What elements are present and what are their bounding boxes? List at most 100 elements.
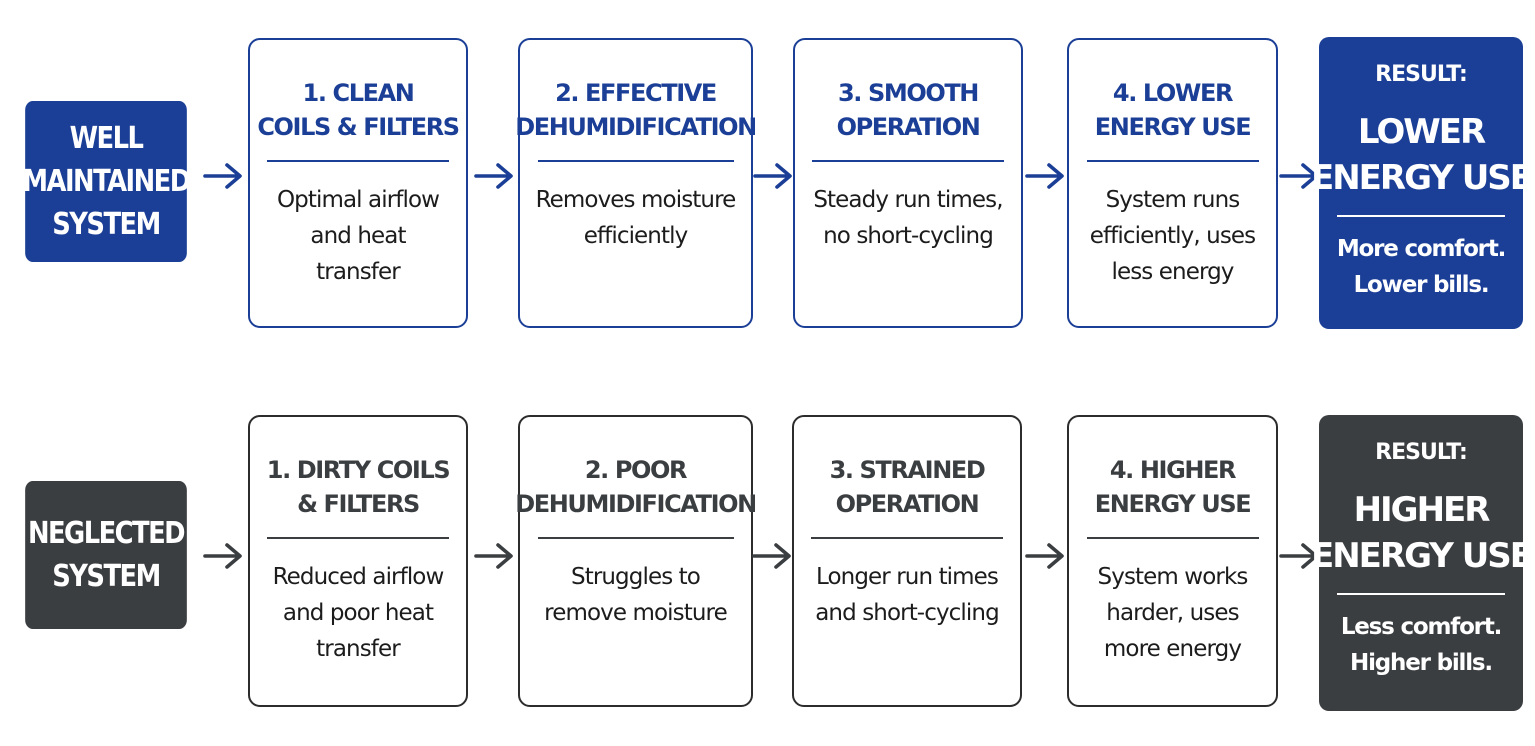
step-title-line: DEHUMIDIFICATION (515, 113, 757, 141)
step-desc-line: Reduced airflow (272, 564, 445, 590)
arrow-right-icon (752, 542, 792, 570)
step-title-line: DEHUMIDIFICATION (515, 490, 757, 518)
result-subtitle-line: Lower bills. (1353, 272, 1490, 298)
step-card-poor-dehumidification: 2. POOR DEHUMIDIFICATION Struggles to re… (515, 415, 757, 707)
step-desc-line: Removes moisture (535, 187, 737, 213)
step-divider (267, 537, 449, 539)
result-divider (1337, 593, 1505, 595)
step-title: 1. DIRTY COILS & FILTERS (266, 453, 451, 521)
step-desc-line: transfer (316, 636, 401, 662)
step-description: Reduced airflow and poor heat transfer (261, 559, 456, 667)
step-card-dirty-coils: 1. DIRTY COILS & FILTERS Reduced airflow… (248, 415, 468, 707)
row-label-line: MAINTAINED (22, 164, 191, 199)
result-subtitle-line: More comfort. (1336, 236, 1507, 262)
step-title-line: 2. EFFECTIVE (555, 79, 717, 107)
step-card-higher-energy-use: 4. HIGHER ENERGY USE System works harder… (1067, 415, 1278, 707)
step-divider (1086, 537, 1259, 539)
step-desc-line: and heat (310, 223, 406, 249)
arrow-right-icon (203, 542, 243, 570)
step-divider (537, 537, 734, 539)
step-desc-line: less energy (1111, 259, 1234, 285)
step-title: 3. SMOOTH OPERATION (836, 76, 981, 144)
step-divider (267, 160, 449, 162)
step-title-line: 4. LOWER (1112, 79, 1234, 107)
step-title-line: 1. CLEAN (302, 79, 415, 107)
step-title-line: & FILTERS (297, 490, 420, 518)
step-desc-line: no short-cycling (823, 223, 994, 249)
step-title-line: 4. HIGHER (1109, 456, 1237, 484)
step-desc-line: transfer (316, 259, 401, 285)
result-title-line: ENERGY USE (1310, 536, 1533, 576)
arrow-right-icon (474, 542, 514, 570)
step-desc-line: remove moisture (544, 600, 728, 626)
step-divider (811, 537, 1003, 539)
result-card-lower-energy-use: RESULT: LOWER ENERGY USE More comfort. L… (1311, 37, 1533, 329)
result-title-line: HIGHER (1353, 490, 1491, 530)
step-title-line: 1. DIRTY COILS (266, 456, 451, 484)
result-subtitle: Less comfort. Higher bills. (1340, 609, 1503, 681)
step-title: 4. HIGHER ENERGY USE (1094, 453, 1252, 521)
step-title-line: 3. STRAINED (829, 456, 986, 484)
result-divider (1337, 215, 1505, 217)
step-card-lower-energy-use: 4. LOWER ENERGY USE System runs efficien… (1067, 38, 1278, 328)
step-card-clean-coils: 1. CLEAN COILS & FILTERS Optimal airflow… (248, 38, 468, 328)
step-divider (812, 160, 1004, 162)
step-description: Longer run times and short-cycling (803, 559, 1011, 631)
step-description: Struggles to remove moisture (532, 559, 739, 631)
row-label-line: WELL (69, 121, 144, 156)
step-title: 1. CLEAN COILS & FILTERS (257, 76, 460, 144)
result-subtitle: More comfort. Lower bills. (1336, 231, 1507, 303)
step-desc-line: efficiently, uses (1089, 223, 1256, 249)
row-label-neglected: NEGLECTED SYSTEM (25, 481, 187, 629)
step-title-line: ENERGY USE (1094, 490, 1252, 518)
step-title: 3. STRAINED OPERATION (829, 453, 986, 521)
step-desc-line: System works (1097, 564, 1249, 590)
step-desc-line: harder, uses (1106, 600, 1239, 626)
arrow-right-icon (474, 162, 514, 190)
row-label-well-maintained: WELL MAINTAINED SYSTEM (22, 101, 191, 262)
step-divider (537, 160, 734, 162)
result-subtitle-line: Higher bills. (1350, 650, 1493, 676)
step-description: System works harder, uses more energy (1086, 559, 1260, 667)
step-title: 4. LOWER ENERGY USE (1094, 76, 1252, 144)
step-title: 2. POOR DEHUMIDIFICATION (515, 453, 757, 521)
step-divider (1086, 160, 1259, 162)
step-title: 2. EFFECTIVE DEHUMIDIFICATION (515, 76, 757, 144)
step-card-smooth-operation: 3. SMOOTH OPERATION Steady run times, no… (793, 38, 1023, 328)
step-description: Removes moisture efficiently (524, 182, 748, 254)
result-subtitle-line: Less comfort. (1340, 614, 1503, 640)
step-desc-line: and short-cycling (815, 600, 999, 626)
arrow-right-icon (1279, 162, 1319, 190)
step-desc-line: Steady run times, (813, 187, 1003, 213)
row-label-line: SYSTEM (52, 207, 161, 242)
result-heading: RESULT: (1375, 62, 1468, 87)
step-desc-line: Longer run times (815, 564, 999, 590)
row-label-line: SYSTEM (52, 559, 161, 594)
result-title: LOWER ENERGY USE (1310, 109, 1533, 201)
result-title-line: LOWER (1357, 112, 1486, 152)
step-title-line: COILS & FILTERS (257, 113, 460, 141)
result-heading: RESULT: (1375, 440, 1468, 465)
result-title-line: ENERGY USE (1310, 158, 1533, 198)
step-desc-line: and poor heat (282, 600, 434, 626)
result-title: HIGHER ENERGY USE (1310, 487, 1533, 579)
arrow-right-icon (1279, 542, 1319, 570)
step-desc-line: more energy (1103, 636, 1242, 662)
step-description: System runs efficiently, uses less energ… (1078, 182, 1268, 290)
arrow-right-icon (1025, 162, 1065, 190)
step-card-strained-operation: 3. STRAINED OPERATION Longer run times a… (792, 415, 1022, 707)
step-desc-line: Optimal airflow (276, 187, 440, 213)
step-title-line: OPERATION (836, 113, 981, 141)
step-desc-line: System runs (1105, 187, 1241, 213)
arrow-right-icon (203, 162, 243, 190)
step-desc-line: Struggles to (571, 564, 701, 590)
step-card-effective-dehumidification: 2. EFFECTIVE DEHUMIDIFICATION Removes mo… (515, 38, 757, 328)
row-label-line: NEGLECTED (27, 516, 186, 551)
arrow-right-icon (753, 162, 793, 190)
step-title-line: 2. POOR (584, 456, 688, 484)
step-description: Optimal airflow and heat transfer (265, 182, 451, 290)
step-title-line: OPERATION (835, 490, 980, 518)
step-description: Steady run times, no short-cycling (801, 182, 1014, 254)
step-title-line: ENERGY USE (1094, 113, 1252, 141)
arrow-right-icon (1025, 542, 1065, 570)
